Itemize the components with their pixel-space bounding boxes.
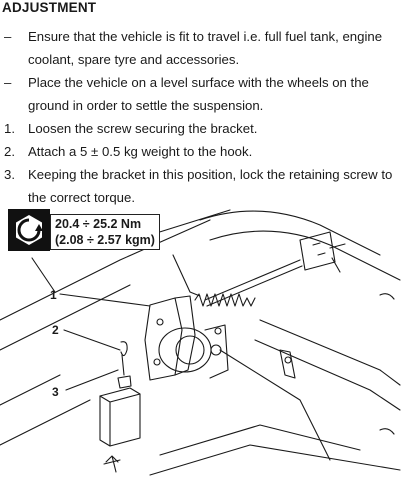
steps-list: – Ensure that the vehicle is fit to trav… bbox=[0, 25, 400, 209]
list-item-text: Ensure that the vehicle is fit to travel… bbox=[28, 29, 383, 67]
callout-3: 3 bbox=[52, 385, 59, 399]
list-item: – Ensure that the vehicle is fit to trav… bbox=[0, 25, 400, 71]
list-item: 1. Loosen the screw securing the bracket… bbox=[0, 117, 400, 140]
section-heading: ADJUSTMENT bbox=[2, 0, 97, 15]
torque-spec-box: 20.4 ÷ 25.2 Nm (2.08 ÷ 2.57 kgm) bbox=[50, 214, 160, 250]
list-marker: – bbox=[4, 29, 12, 44]
list-marker: – bbox=[4, 75, 12, 90]
brake-regulator-illustration: 1 2 3 bbox=[0, 209, 401, 476]
callout-1: 1 bbox=[50, 288, 57, 302]
list-marker: 3. bbox=[4, 167, 15, 182]
torque-kgm: (2.08 ÷ 2.57 kgm) bbox=[55, 233, 155, 247]
list-item-text: Keeping the bracket in this position, lo… bbox=[28, 167, 393, 205]
callout-2: 2 bbox=[52, 323, 59, 337]
list-item-text: Attach a 5 ± 0.5 kg weight to the hook. bbox=[28, 144, 253, 159]
list-marker: 1. bbox=[4, 121, 15, 136]
list-item-text: Loosen the screw securing the bracket. bbox=[28, 121, 258, 136]
list-marker: 2. bbox=[4, 144, 15, 159]
list-item: 2. Attach a 5 ± 0.5 kg weight to the hoo… bbox=[0, 140, 400, 163]
list-item: 3. Keeping the bracket in this position,… bbox=[0, 163, 400, 209]
list-item-text: Place the vehicle on a level surface wit… bbox=[28, 75, 369, 113]
torque-nm: 20.4 ÷ 25.2 Nm bbox=[55, 217, 142, 231]
hex-wrench-icon bbox=[8, 209, 50, 251]
list-item: – Place the vehicle on a level surface w… bbox=[0, 71, 400, 117]
